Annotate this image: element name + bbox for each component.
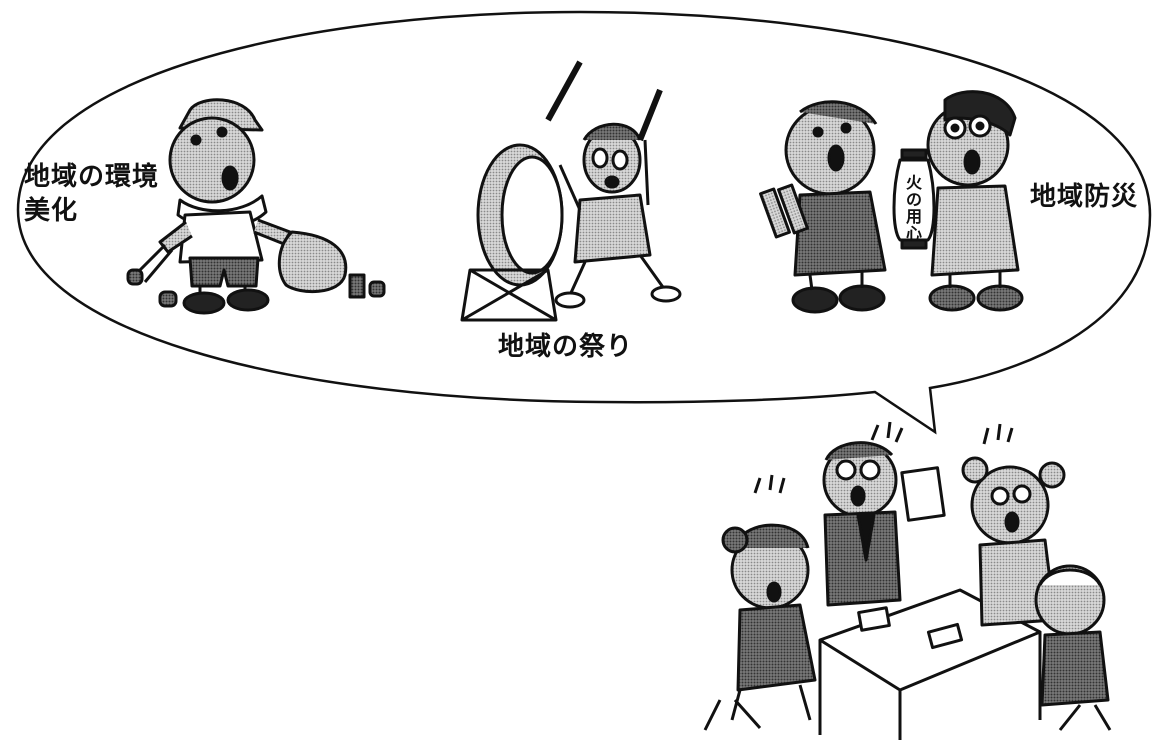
taiko-drummer-illustration [460, 60, 682, 322]
label-festival: 地域の祭り [498, 332, 634, 362]
label-environment: 地域の環境 美化 [24, 162, 160, 226]
community-meeting-illustration [703, 421, 1112, 740]
lantern-text: 火 の 用 心 [905, 173, 922, 243]
cleanup-worker-illustration [126, 98, 386, 315]
label-safety: 地域防災 [1030, 182, 1139, 212]
fire-watch-illustration [759, 90, 1024, 314]
